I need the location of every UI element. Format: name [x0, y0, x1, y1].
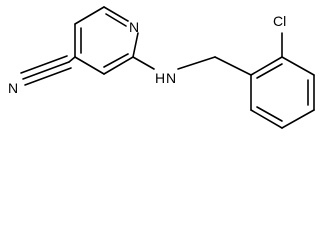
amine-hydrogen-label: H: [155, 70, 165, 86]
ring-to-amine-bond: [132, 56, 155, 70]
bonds: [20, 6, 315, 129]
pyridine-nitrogen-label: N: [129, 19, 139, 35]
pyridine-bond-c3-c2: [74, 6, 105, 25]
chemical-structure-diagram: N N H N Cl: [8, 6, 315, 129]
pyridine-double-bond-2: [105, 13, 127, 27]
pyridine-double-bond-3: [103, 53, 129, 68]
nitrile-nitrogen-label: N: [8, 80, 18, 96]
nitrile-triple-bond-1: [22, 61, 70, 80]
benzene-double-bond-3: [256, 106, 283, 122]
nitrile-to-ring-bond: [68, 56, 76, 63]
atom-labels: N N H N Cl: [8, 13, 286, 96]
chlorine-label: Cl: [273, 13, 286, 29]
pyridine-bond-c5-c4: [74, 56, 105, 75]
benzene-bond-5: [250, 109, 283, 129]
pyridine-bond-n1-c6: [132, 32, 139, 58]
benzene-double-bond-1: [256, 63, 283, 79]
amine-to-methylene-bond: [177, 56, 216, 70]
pyridine-bond-c6-c5: [103, 56, 134, 75]
pyridine-bond-c2-n1: [103, 6, 129, 22]
benzene-bond-2: [281, 56, 315, 76]
benzene-bond-4: [281, 109, 315, 129]
nitrile-triple-bond-3: [24, 67, 72, 86]
amine-nitrogen-label: N: [166, 70, 176, 86]
benzene-bond-1: [250, 56, 283, 76]
methylene-to-benzene-bond: [214, 56, 252, 76]
nitrile-triple-bond-2: [20, 55, 68, 74]
